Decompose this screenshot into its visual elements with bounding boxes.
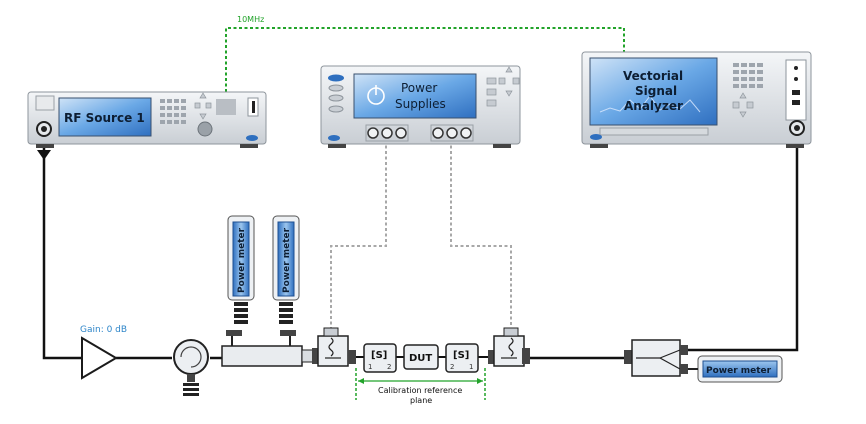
power-meter-3-label: Power meter — [706, 366, 772, 376]
rf-source-label: RF Source 1 — [64, 111, 145, 125]
vsa-label-3: Analyzer — [624, 99, 683, 113]
dut-label: DUT — [409, 353, 432, 364]
power-icon — [367, 85, 385, 105]
dut-block[interactable]: DUT — [403, 344, 439, 370]
vsa-label-1: Vectorial — [623, 69, 683, 83]
svg-text:2: 2 — [387, 363, 391, 371]
power-supplies-label-2: Supplies — [395, 97, 446, 111]
svg-text:1: 1 — [368, 363, 372, 371]
svg-text:[S]: [S] — [371, 350, 387, 361]
amplifier[interactable]: Gain: 0 dB — [80, 325, 127, 380]
calibration-label-1: Calibration reference — [378, 386, 462, 395]
power-meter-sensor-2[interactable]: Power meter — [272, 215, 300, 324]
svg-text:[S]: [S] — [453, 350, 469, 361]
vsa-label-2: Signal — [635, 84, 677, 98]
rf-source-knob — [197, 121, 213, 137]
power-meter-1-label: Power meter — [237, 227, 247, 293]
power-supplies-instrument[interactable]: Power Supplies — [320, 65, 521, 148]
s-param-block-input[interactable]: [S] 1 2 — [363, 343, 397, 373]
power-supplies-label-1: Power — [401, 81, 437, 95]
bias-tee-output[interactable] — [488, 327, 530, 367]
bias-tee-input[interactable] — [312, 327, 356, 367]
s-param-block-output[interactable]: [S] 2 1 — [445, 343, 479, 373]
rf-source-keypad — [160, 99, 236, 124]
calibration-reference-plane: Calibration reference plane — [355, 368, 486, 405]
power-splitter[interactable] — [624, 339, 688, 377]
svg-text:2: 2 — [450, 363, 454, 371]
power-supplies-outputs — [367, 127, 472, 139]
circulator[interactable] — [173, 339, 209, 396]
svg-text:1: 1 — [469, 363, 473, 371]
gain-label: Gain: 0 dB — [80, 325, 127, 335]
vsa-keypad — [733, 63, 763, 88]
power-meter-sensor-1[interactable]: Power meter — [227, 215, 255, 324]
reference-clock-link: 10MHz — [225, 15, 625, 92]
power-meter-2-label: Power meter — [282, 227, 292, 293]
rf-cable — [37, 134, 799, 360]
calibration-label-2: plane — [410, 396, 432, 405]
bias-lines — [330, 140, 512, 330]
directional-coupler[interactable] — [221, 330, 315, 367]
vsa-instrument[interactable]: Vectorial Signal Analyzer — [581, 51, 812, 148]
clock-label: 10MHz — [237, 15, 264, 24]
rf-source-instrument[interactable]: RF Source 1 — [27, 91, 267, 148]
power-meter-sensor-3[interactable]: Power meter — [688, 355, 783, 383]
